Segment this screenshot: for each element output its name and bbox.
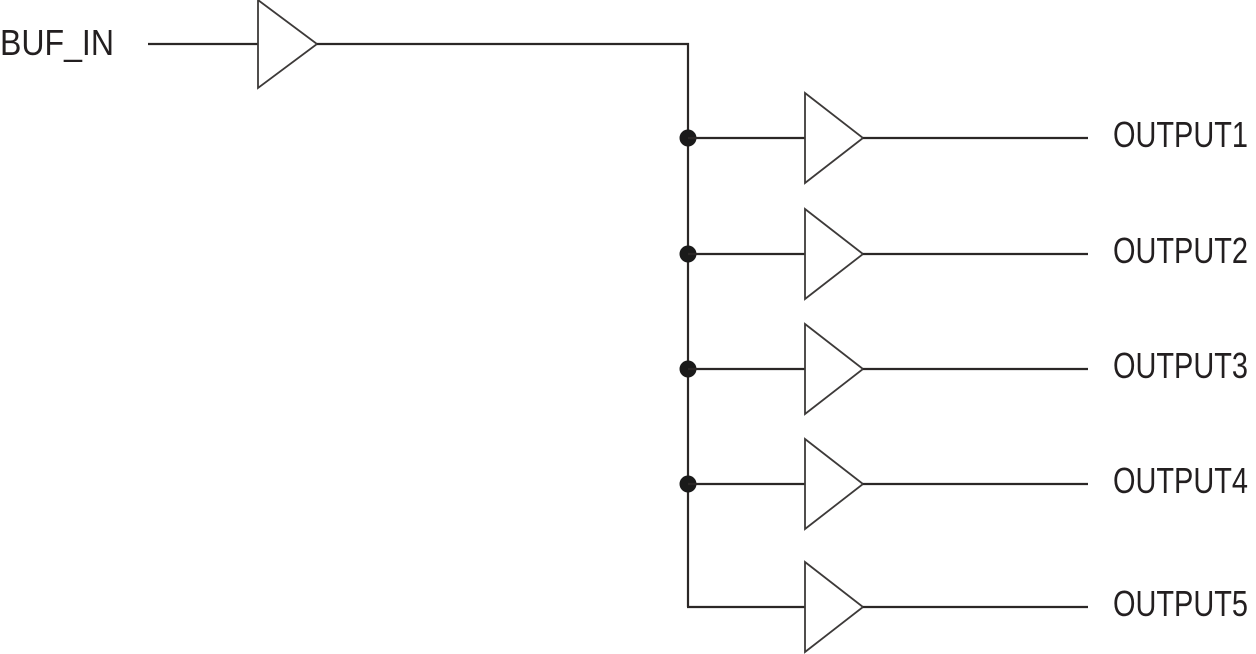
output-row: OUTPUT2 [679,207,1248,301]
output-buffer-icon [804,91,865,185]
trunk-wire [317,42,690,607]
output-buffer-icon [804,207,865,301]
output-row: OUTPUT5 [687,560,1248,654]
output-net-label: OUTPUT3 [1113,345,1248,386]
input-net-label: BUF_IN [0,22,114,63]
output-row: OUTPUT1 [679,91,1248,185]
input-net: BUF_IN [0,0,690,607]
output-net-label: OUTPUT2 [1113,230,1248,271]
output-row: OUTPUT3 [679,322,1248,416]
output-buffer-icon [804,322,865,416]
output-net-label: OUTPUT4 [1113,460,1248,501]
output-row: OUTPUT4 [679,437,1248,531]
output-net-label: OUTPUT1 [1113,114,1248,155]
output-net-label: OUTPUT5 [1113,583,1248,624]
input-buffer-icon [257,0,319,90]
output-buffer-icon [804,560,865,654]
output-buffer-icon [804,437,865,531]
